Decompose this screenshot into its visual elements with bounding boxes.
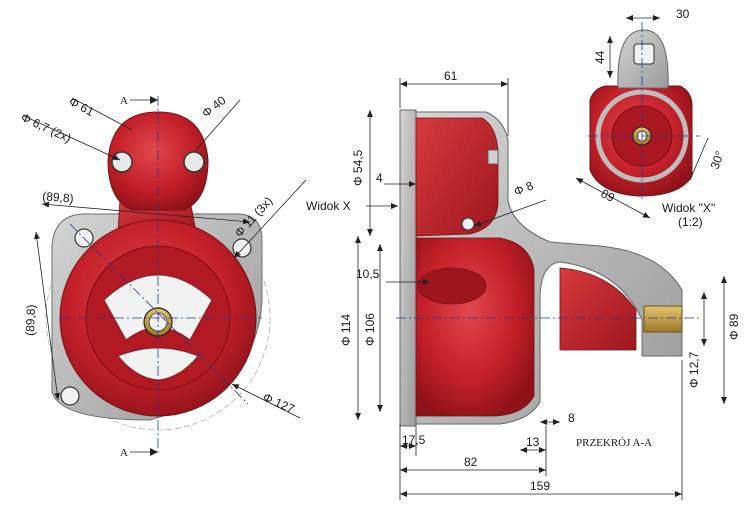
dim-4: 4 (376, 171, 383, 185)
dim-dia-61: Φ 61 (67, 94, 97, 119)
view-x-title: Widok "X" (662, 201, 715, 215)
dim-17-5: 17,5 (402, 433, 426, 447)
front-center-diag (69, 223, 249, 405)
dim-13: 13 (526, 435, 540, 449)
dim-61-leader (71, 97, 133, 131)
flange-hole-3 (60, 386, 80, 406)
dim-89-8-v-line (33, 231, 61, 401)
dim-30: 30 (676, 7, 690, 21)
section-bushing (643, 305, 683, 333)
dim-8-leader (473, 199, 547, 227)
dim-89-8-h-line (41, 201, 251, 225)
flange-hole-2 (232, 238, 252, 258)
dim-11-leader (233, 179, 307, 259)
dim-89-small-line (575, 177, 651, 219)
view-x-scale: (1:2) (678, 215, 703, 229)
dim-dia-89: Φ 89 (727, 313, 741, 340)
dim-61: 61 (444, 69, 458, 83)
dim-dia-106: Φ 106 (363, 313, 377, 346)
section-arrowhead-bottom (150, 448, 158, 456)
view-x-slot (633, 43, 655, 65)
dim-dia-54-5: Φ 54,5 (351, 149, 365, 186)
section-pin (487, 149, 499, 165)
section-hole-8 (461, 217, 475, 231)
dim-127-leader (231, 383, 301, 419)
dim-40-leader (195, 99, 241, 151)
dim-89-small: 89 (599, 186, 618, 205)
front-view: A A Φ 61 Φ 40 Φ 6,7 (2x) (89,8) Φ 11 (3x… (19, 93, 307, 459)
section-title: PRZEKRÓJ A-A (576, 437, 652, 449)
dim-89-8-v: (89,8) (23, 304, 38, 336)
ear-hole-right (183, 151, 205, 173)
section-slot (417, 267, 487, 305)
dim-6-7-leader (23, 115, 121, 161)
section-mark-bottom: A (120, 447, 128, 459)
dim-82: 82 (464, 455, 478, 469)
angle-30: 30° (708, 149, 727, 171)
dim-dia-8: Φ 8 (512, 178, 536, 198)
dim-159: 159 (530, 479, 550, 493)
section-arrowhead-top (150, 96, 158, 104)
ear-hole-left (111, 151, 133, 173)
dim-dia-114: Φ 114 (339, 314, 353, 346)
dim-44: 44 (593, 50, 607, 64)
dim-89-8-h: (89,8) (42, 189, 74, 206)
section-view: 61 Φ 54,5 4 Widok X Φ 8 10,5 Φ 114 Φ 106… (306, 69, 741, 500)
section-flange (399, 109, 417, 427)
dim-holes-6-7: Φ 6,7 (2x) (19, 110, 73, 145)
dim-dia-127: Φ 127 (261, 390, 297, 416)
section-upper-cavity (415, 117, 499, 237)
dim-dia-12-7: Φ 12,7 (687, 351, 701, 388)
section-lower-cavity (415, 237, 535, 417)
front-opening-lower (117, 347, 199, 381)
widok-x-label: Widok X (306, 199, 351, 213)
dim-10-5: 10,5 (356, 267, 380, 281)
dim-8: 8 (568, 411, 575, 425)
dim-dia-40: Φ 40 (199, 93, 229, 120)
section-mark-top: A (120, 95, 128, 107)
angle-30-arc (689, 137, 709, 181)
section-nose (559, 267, 637, 351)
view-x: 30 44 30° 89 Widok "X" (1:2) (575, 7, 727, 229)
